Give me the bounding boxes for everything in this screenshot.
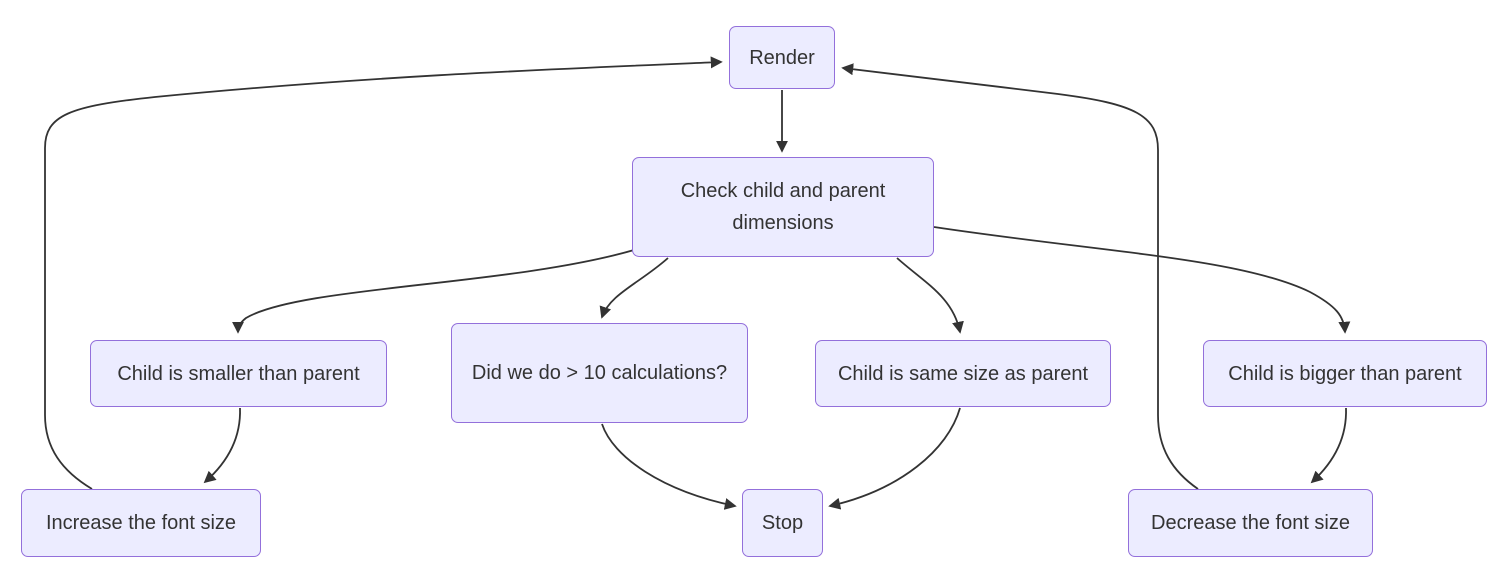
node-render-label: Render bbox=[749, 46, 815, 69]
node-calculations: Did we do > 10 calculations? bbox=[451, 323, 748, 423]
node-render: Render bbox=[729, 26, 835, 89]
edge-check-to-same bbox=[896, 257, 964, 334]
edge-check-to-smaller bbox=[232, 249, 635, 334]
edge-check-to-bigger bbox=[933, 226, 1351, 334]
node-same: Child is same size as parent bbox=[815, 340, 1111, 407]
node-increase-label: Increase the font size bbox=[45, 512, 237, 534]
node-check: Check child and parent dimensions bbox=[632, 157, 934, 257]
edge-calculations-to-stop bbox=[601, 423, 737, 510]
node-stop-label: Stop bbox=[761, 512, 804, 534]
node-smaller: Child is smaller than parent bbox=[90, 340, 387, 407]
node-decrease: Decrease the font size bbox=[1128, 489, 1373, 557]
edge-smaller-to-increase bbox=[203, 407, 241, 484]
node-smaller-label: Child is smaller than parent bbox=[117, 362, 360, 385]
node-stop: Stop bbox=[742, 489, 823, 557]
node-check-label: Check child and parent dimensions bbox=[680, 180, 886, 234]
node-same-label: Child is same size as parent bbox=[837, 362, 1089, 385]
node-increase: Increase the font size bbox=[21, 489, 261, 557]
edge-same-to-stop bbox=[828, 407, 961, 510]
node-bigger: Child is bigger than parent bbox=[1203, 340, 1487, 407]
node-bigger-label: Child is bigger than parent bbox=[1228, 362, 1462, 385]
edge-bigger-to-decrease bbox=[1310, 407, 1347, 484]
edge-decrease-to-render bbox=[841, 63, 1199, 490]
node-decrease-label: Decrease the font size bbox=[1151, 512, 1350, 534]
edge-check-to-calculations bbox=[599, 257, 669, 319]
node-calculations-label: Did we do > 10 calculations? bbox=[471, 362, 728, 384]
edge-increase-to-render bbox=[44, 56, 723, 490]
